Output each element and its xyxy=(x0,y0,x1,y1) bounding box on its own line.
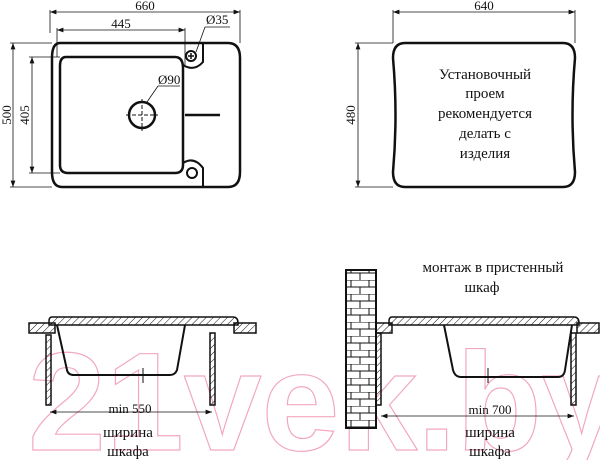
cutout-note-line: делать с xyxy=(459,126,511,142)
dim-height-total: 500 xyxy=(0,105,14,125)
min-width-wall: min 700 xyxy=(469,402,512,417)
dim-bowl-height: 405 xyxy=(17,105,32,125)
caption-line: ширина xyxy=(465,425,515,441)
dim-width-total: 660 xyxy=(135,0,155,13)
wall-mount-title: монтаж в пристенный xyxy=(423,260,564,276)
faucet-hole-icon xyxy=(185,50,197,62)
caption-line: ширина xyxy=(103,425,153,441)
cutout-note-line: рекомендуется xyxy=(438,106,532,122)
watermark: 21vek.by xyxy=(28,323,600,460)
cutout-note-line: проем xyxy=(465,86,505,102)
plan-view xyxy=(10,9,242,189)
dim-faucet-hole: Ø35 xyxy=(206,12,228,27)
dim-cutout-width: 640 xyxy=(474,0,494,13)
sink-outline xyxy=(50,41,242,189)
brick-wall-icon xyxy=(345,269,377,429)
dim-drain-hole: Ø90 xyxy=(158,72,180,87)
cutout-view xyxy=(355,9,577,189)
min-width-standard: min 550 xyxy=(109,401,152,416)
cutout-note-line: Установочный xyxy=(439,67,531,83)
caption-line: шкафа xyxy=(107,444,149,460)
cutout-outline xyxy=(391,41,577,189)
section-wall xyxy=(345,269,600,429)
dim-bowl-width: 445 xyxy=(111,16,131,31)
bowl-outline xyxy=(58,55,185,175)
dim-cutout-height: 480 xyxy=(343,105,358,125)
caption-line: шкафа xyxy=(469,444,511,460)
overflow-hole-icon xyxy=(186,167,198,179)
section-standard xyxy=(28,316,257,415)
wall-mount-title: шкаф xyxy=(465,280,500,296)
cutout-note-line: изделия xyxy=(460,146,510,162)
